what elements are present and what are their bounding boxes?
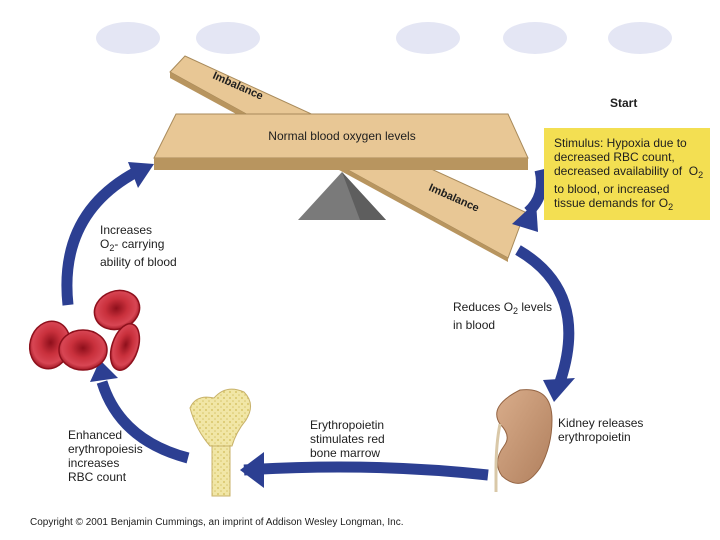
stimulus-line-4: to blood, or increased: [554, 182, 670, 196]
arrow-to-marrow: [243, 461, 489, 481]
enhanced-line-4: RBC count: [68, 470, 127, 484]
reduces-subscript: 2: [513, 306, 519, 316]
stimulus-line-5-subscript: 2: [668, 202, 674, 212]
stimulus-box: Stimulus: Hypoxia due to decreased RBC c…: [544, 128, 710, 220]
red-blood-cells: [28, 289, 141, 371]
kidney: [494, 389, 553, 492]
stimulus-line-1: Stimulus: Hypoxia due to: [554, 136, 687, 150]
reduces-text-a: Reduces O: [453, 300, 514, 314]
reduces-line-1: Reduces O2 levels: [453, 300, 552, 318]
cycle-arrows: [61, 165, 575, 481]
increases-o-symbol: O: [100, 237, 110, 251]
rbc-3: [58, 329, 108, 371]
epo-line-3: bone marrow: [310, 446, 381, 460]
arrowhead-rbc: [90, 360, 118, 382]
background-decoration: [96, 22, 672, 54]
label-reduces-o2: Reduces O2 levels in blood: [453, 300, 552, 332]
arrowhead-oxygen: [128, 162, 154, 188]
copyright-notice: Copyright © 2001 Benjamin Cummings, an i…: [30, 517, 404, 528]
epo-line-1: Erythropoietin: [310, 418, 385, 432]
kidney-line-2: erythropoietin: [558, 430, 631, 444]
arrow-to-kidney: [515, 245, 575, 384]
arrowhead-kidney: [543, 378, 575, 402]
stimulus-line-2: decreased RBC count,: [554, 150, 675, 164]
enhanced-line-1: Enhanced: [68, 428, 123, 442]
epo-line-2: stimulates red: [310, 432, 385, 446]
label-enhanced-erythropoiesis: Enhanced erythropoiesis increases RBC co…: [68, 428, 143, 484]
seesaw-bar-label: Normal blood oxygen levels: [268, 129, 415, 143]
rbc-4: [109, 323, 141, 371]
arrowhead-stimulus: [512, 202, 538, 232]
increases-line-2-text: - carrying: [114, 237, 165, 251]
enhanced-line-2: erythropoiesis: [68, 442, 143, 456]
stimulus-line-3-text: decreased availability of: [554, 164, 683, 178]
increases-subscript: 2: [109, 243, 115, 253]
start-label: Start: [610, 96, 638, 110]
stimulus-line-5-text: tissue demands for O: [554, 196, 669, 210]
label-increases-o2: Increases O2- carrying ability of blood: [100, 223, 177, 269]
stimulus-o2-symbol: O: [688, 164, 699, 178]
stimulus-o2-subscript: 2: [698, 170, 704, 180]
kidney-line-1: Kidney releases: [558, 416, 644, 430]
increases-line-2: O2- carrying: [100, 237, 177, 255]
bone-marrow-bone: [189, 388, 251, 497]
arrowheads: [90, 162, 575, 488]
increases-line-3: ability of blood: [100, 255, 177, 269]
reduces-text-b: levels: [518, 300, 553, 314]
label-kidney-releases: Kidney releases erythropoietin: [558, 416, 643, 444]
arrow-to-rbc: [96, 380, 190, 464]
stimulus-line-3: decreased availability of O2: [554, 164, 704, 182]
reduces-line-2: in blood: [453, 318, 496, 332]
label-erythropoietin-stimulates: Erythropoietin stimulates red bone marro…: [310, 418, 385, 460]
seesaw: [153, 55, 529, 262]
arrow-to-oxygen: [61, 165, 143, 306]
increases-line-1: Increases: [100, 223, 153, 237]
arrowhead-marrow: [240, 452, 264, 488]
enhanced-line-3: increases: [68, 456, 120, 470]
stimulus-line-5: tissue demands for O2: [554, 196, 704, 214]
